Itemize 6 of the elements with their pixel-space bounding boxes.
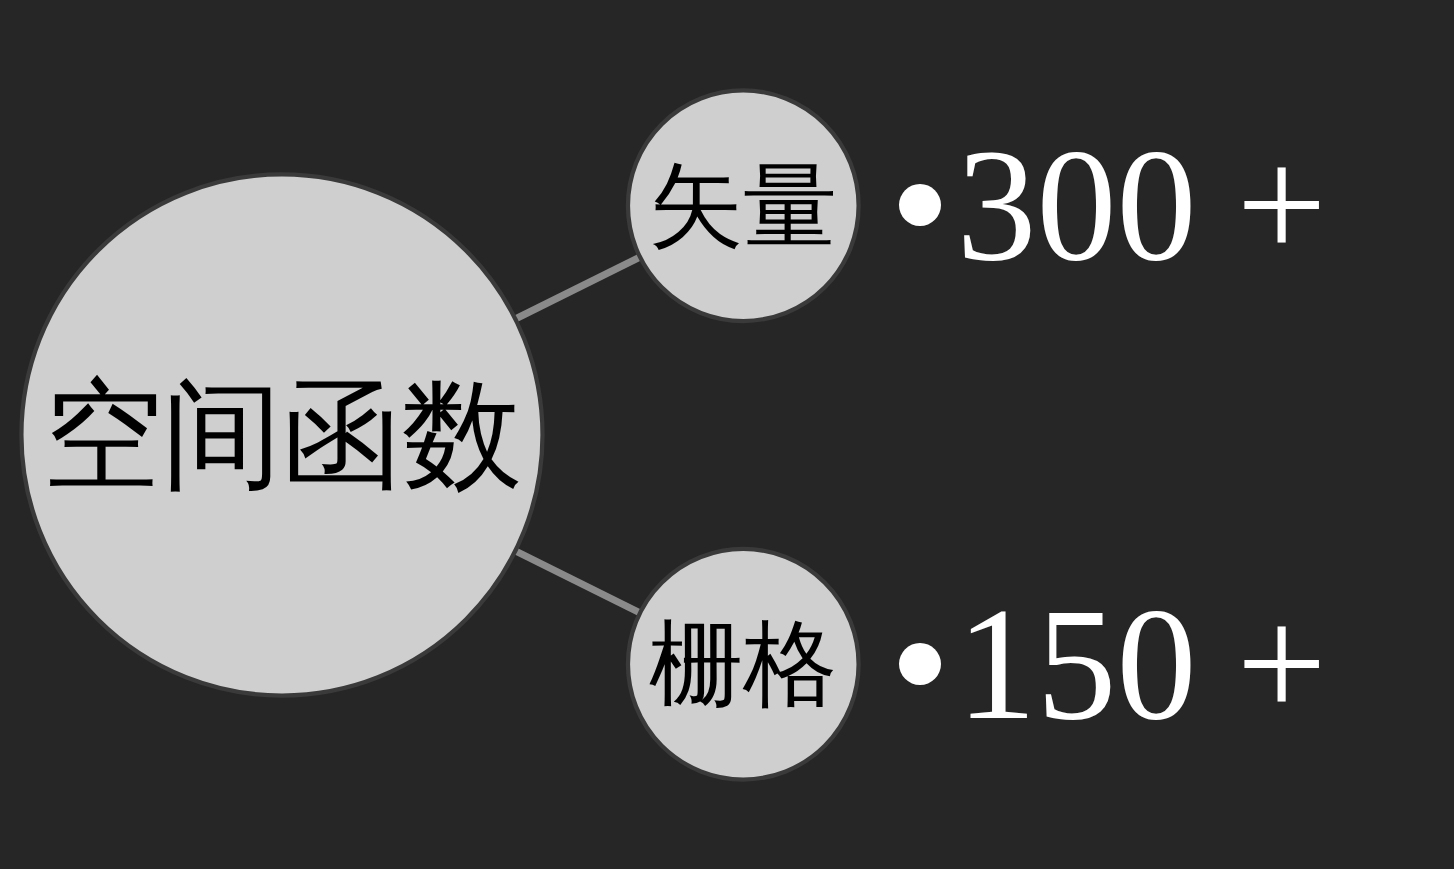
connector: [513, 253, 642, 322]
count-label: 150 +: [956, 583, 1327, 744]
node-circle: 栅格: [625, 546, 861, 782]
node-circle: 矢量: [625, 87, 861, 323]
node-circle: 空间函数: [19, 171, 545, 698]
count-label: 300 +: [956, 125, 1327, 286]
